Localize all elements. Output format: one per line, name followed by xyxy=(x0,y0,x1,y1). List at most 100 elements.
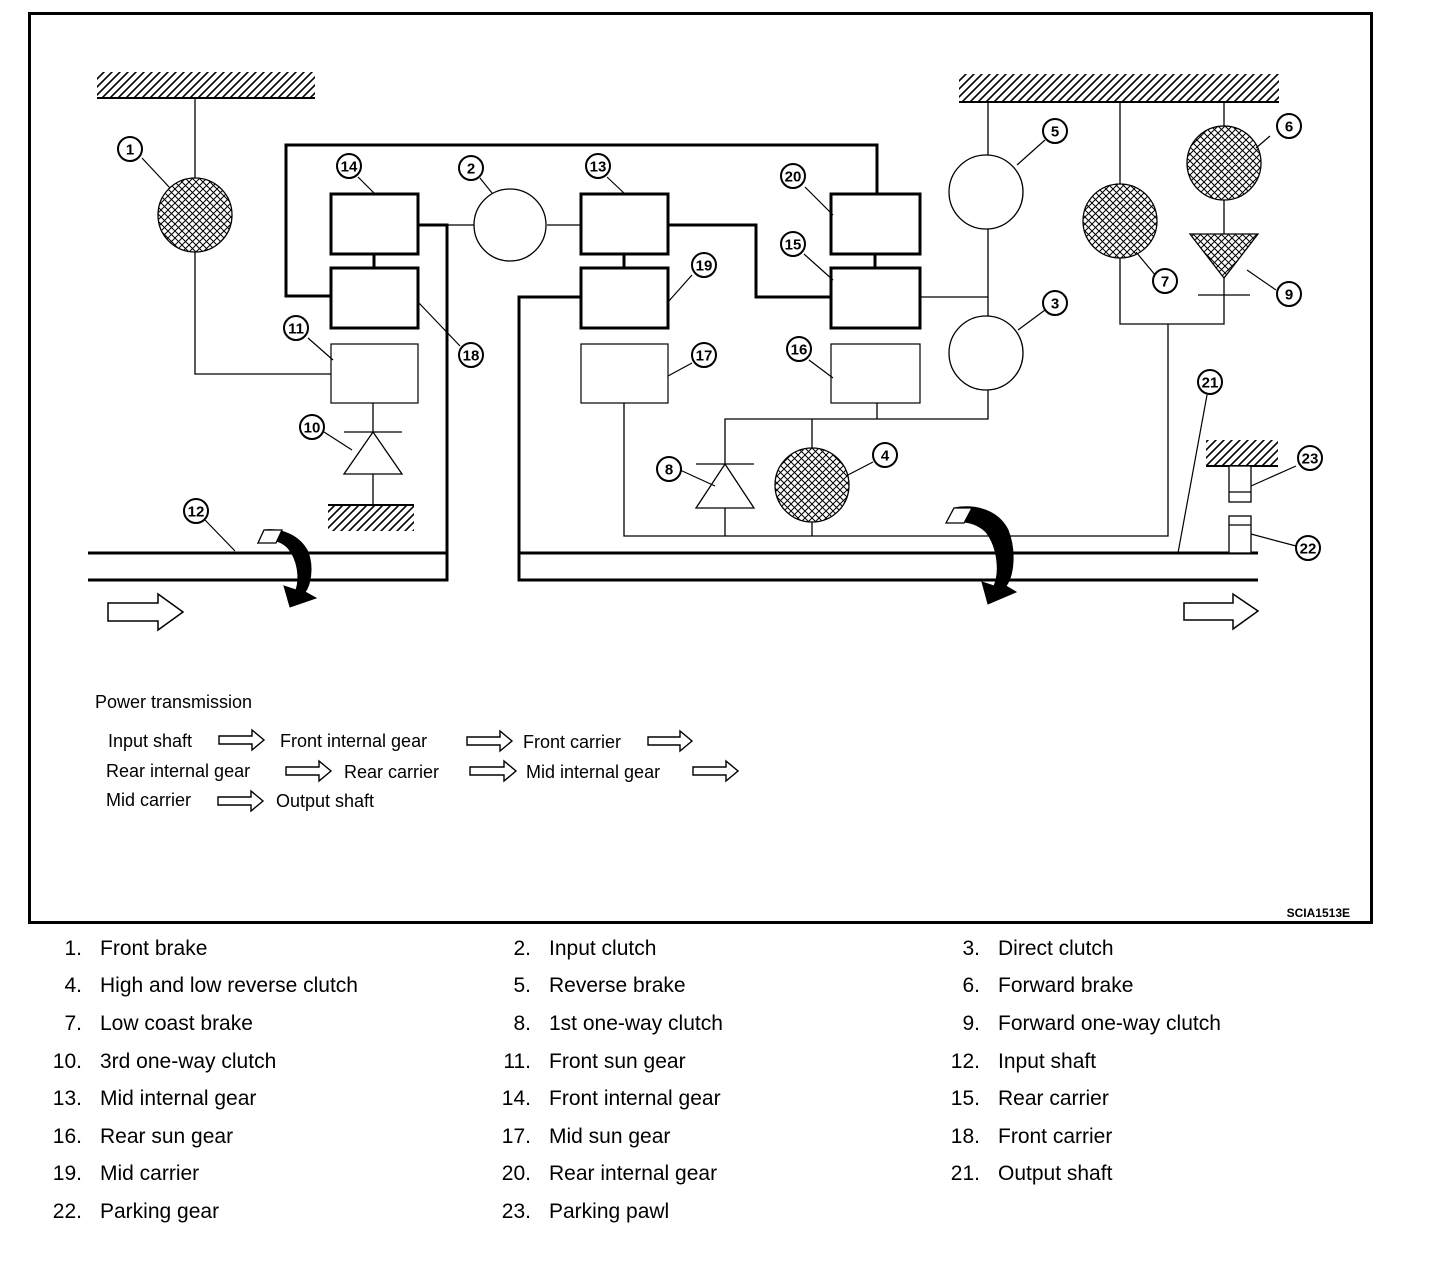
svg-text:7: 7 xyxy=(1161,274,1169,291)
callouts: 1 2 3 4 5 6 7 8 9 10 11 12 13 14 15 16 1… xyxy=(117,113,1323,561)
flow-step: Rear internal gear xyxy=(106,761,250,781)
thin-links xyxy=(194,98,1250,537)
svg-text:1: 1 xyxy=(126,142,134,159)
legend-row: 16.Rear sun gear 17.Mid sun gear 18.Fron… xyxy=(30,1118,1430,1156)
legend-row: 19.Mid carrier 20.Rear internal gear 21.… xyxy=(30,1156,1430,1194)
legend-item: 16.Rear sun gear xyxy=(52,1124,234,1148)
gear-boxes xyxy=(329,192,922,404)
callout-8: 8 xyxy=(656,456,682,482)
callout-2: 2 xyxy=(458,155,484,181)
callout-12: 12 xyxy=(183,498,209,524)
svg-text:4: 4 xyxy=(881,448,890,465)
callout-7: 7 xyxy=(1152,268,1178,294)
diagram-frame xyxy=(28,12,1373,924)
callout-16: 16 xyxy=(786,336,812,362)
svg-text:13: 13 xyxy=(590,159,607,176)
callout-23: 23 xyxy=(1297,445,1323,471)
ground-blocks xyxy=(97,72,1279,531)
svg-text:8: 8 xyxy=(665,462,673,479)
legend-item: 15.Rear carrier xyxy=(950,1087,1109,1111)
one-way-clutches xyxy=(342,233,1260,509)
legend-row: 1.Front brake 2.Input clutch 3.Direct cl… xyxy=(30,930,1430,968)
callout-leaders xyxy=(141,135,1297,554)
callout-5: 5 xyxy=(1042,118,1068,144)
svg-text:14: 14 xyxy=(341,159,358,176)
callout-11: 11 xyxy=(283,315,309,341)
legend-item: 13.Mid internal gear xyxy=(52,1087,257,1111)
power-transmission-title: Power transmission xyxy=(95,692,252,712)
svg-text:20: 20 xyxy=(785,169,802,186)
thick-links xyxy=(88,143,1258,582)
callout-15: 15 xyxy=(780,231,806,257)
rotation-arrows xyxy=(256,506,1018,608)
svg-text:3: 3 xyxy=(1051,296,1059,313)
legend-item: 9.Forward one-way clutch xyxy=(962,1011,1221,1035)
callout-20: 20 xyxy=(780,163,806,189)
legend-row: 4.High and low reverse clutch 5.Reverse … xyxy=(30,968,1430,1006)
flow-step-arrows xyxy=(217,728,740,813)
legend-row: 13.Mid internal gear 14.Front internal g… xyxy=(30,1080,1430,1118)
callout-1: 1 xyxy=(117,136,143,162)
callout-10: 10 xyxy=(299,414,325,440)
callout-21: 21 xyxy=(1197,369,1223,395)
legend-item: 22.Parking gear xyxy=(52,1199,220,1223)
svg-text:5: 5 xyxy=(1051,124,1059,141)
legend-item: 14.Front internal gear xyxy=(501,1087,721,1111)
flow-step: Output shaft xyxy=(276,791,374,811)
callout-19: 19 xyxy=(691,252,717,278)
callout-9: 9 xyxy=(1276,281,1302,307)
legend: 1.Front brake 2.Input clutch 3.Direct cl… xyxy=(30,930,1430,1231)
svg-text:12: 12 xyxy=(188,504,205,521)
svg-text:6: 6 xyxy=(1285,119,1293,136)
legend-item: 5.Reverse brake xyxy=(513,974,686,998)
callout-18: 18 xyxy=(458,342,484,368)
callout-17: 17 xyxy=(691,342,717,368)
legend-item: 6.Forward brake xyxy=(962,974,1134,998)
svg-text:16: 16 xyxy=(791,342,808,359)
svg-text:18: 18 xyxy=(463,348,480,365)
legend-item: 4.High and low reverse clutch xyxy=(64,974,358,998)
callout-22: 22 xyxy=(1295,535,1321,561)
flow-step: Rear carrier xyxy=(344,762,439,782)
legend-item: 8.1st one-way clutch xyxy=(513,1011,723,1035)
flow-step: Input shaft xyxy=(108,731,192,751)
callout-13: 13 xyxy=(585,153,611,179)
parking-mechanism xyxy=(1228,465,1252,554)
svg-text:9: 9 xyxy=(1285,287,1293,304)
flow-step: Mid internal gear xyxy=(526,762,660,782)
callout-3: 3 xyxy=(1042,290,1068,316)
svg-text:23: 23 xyxy=(1302,451,1319,468)
flow-arrows xyxy=(107,592,1260,632)
svg-text:21: 21 xyxy=(1202,375,1219,392)
svg-text:10: 10 xyxy=(304,420,321,437)
figure-code: SCIA1513E xyxy=(1287,906,1350,920)
legend-item: 19.Mid carrier xyxy=(52,1162,200,1186)
svg-text:22: 22 xyxy=(1300,541,1317,558)
power-flow-diagram: 1 2 3 4 5 6 7 8 9 10 11 12 13 14 15 16 1… xyxy=(88,72,1350,920)
legend-row: 22.Parking gear 23.Parking pawl xyxy=(30,1193,1430,1231)
callout-14: 14 xyxy=(336,153,362,179)
legend-item: 3.Direct clutch xyxy=(962,936,1114,960)
power-transmission-block: Power transmission Input shaft Front int… xyxy=(95,692,740,813)
clutch-brake-circles xyxy=(157,125,1262,523)
svg-text:2: 2 xyxy=(467,161,475,178)
flow-step: Front carrier xyxy=(523,732,621,752)
svg-text:15: 15 xyxy=(785,237,802,254)
legend-row: 7.Low coast brake 8.1st one-way clutch 9… xyxy=(30,1005,1430,1043)
callout-6: 6 xyxy=(1276,113,1302,139)
legend-item: 7.Low coast brake xyxy=(64,1011,253,1035)
svg-text:11: 11 xyxy=(288,321,304,338)
legend-item: 21.Output shaft xyxy=(950,1162,1113,1186)
svg-text:17: 17 xyxy=(696,348,713,365)
legend-item: 23.Parking pawl xyxy=(501,1199,670,1223)
legend-item: 12.Input shaft xyxy=(950,1049,1097,1073)
callout-4: 4 xyxy=(872,442,898,468)
flow-step: Mid carrier xyxy=(106,790,191,810)
legend-item: 1.Front brake xyxy=(64,936,208,960)
legend-item: 17.Mid sun gear xyxy=(501,1124,671,1148)
legend-row: 10.3rd one-way clutch 11.Front sun gear … xyxy=(30,1043,1430,1081)
legend-item: 18.Front carrier xyxy=(950,1124,1113,1148)
legend-item: 2.Input clutch xyxy=(513,936,657,960)
svg-text:19: 19 xyxy=(696,258,713,275)
flow-step: Front internal gear xyxy=(280,731,427,751)
